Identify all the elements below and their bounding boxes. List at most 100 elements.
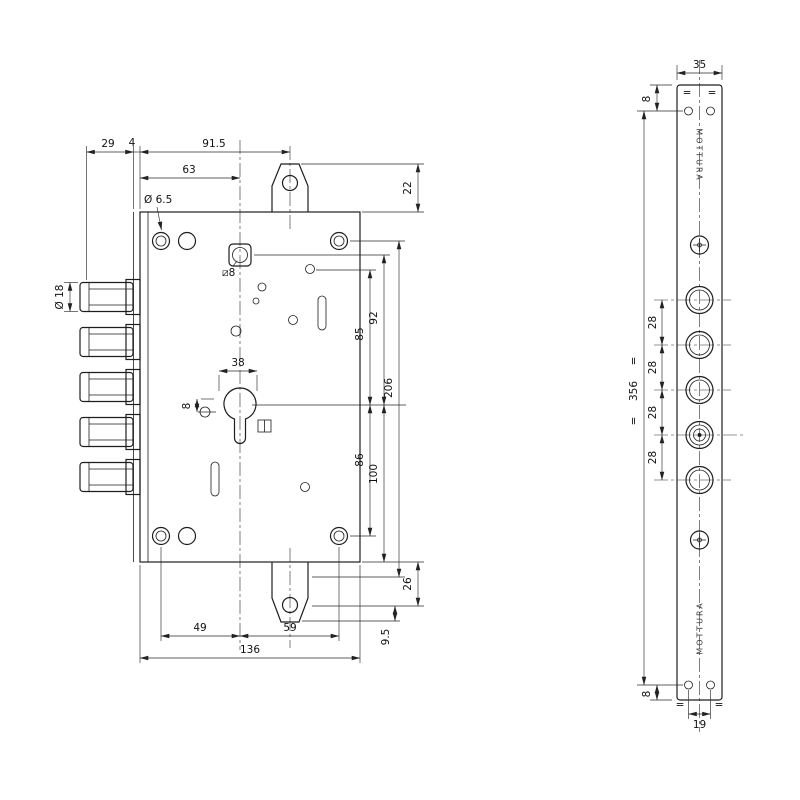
fixing-screw (329, 231, 349, 251)
dim-19: 19 = = (676, 699, 724, 731)
dim-92: 92 (368, 254, 387, 406)
case-slot (210, 461, 220, 497)
dim-label-4: 4 (129, 137, 136, 149)
lock-case (133, 211, 361, 563)
deadbolt-pin (79, 413, 141, 451)
dim-label-356: 356 (628, 381, 640, 401)
dim-dia-18: Ø 18 (54, 282, 73, 312)
dim-label-28: 28 (647, 316, 659, 329)
cylinder-hole (685, 420, 714, 450)
euro-cylinder-hole (223, 387, 257, 445)
deadbolt-pin (79, 458, 141, 496)
equal-mark: = (683, 87, 692, 99)
dim-9-5: 9.5 (380, 605, 398, 645)
dim-label-63: 63 (182, 164, 195, 176)
case-hole (257, 282, 267, 292)
dim-91-5: 91.5 (139, 138, 291, 155)
dim-label-206: 206 (383, 378, 395, 398)
dim-label-35: 35 (693, 59, 706, 71)
case-hole (288, 315, 298, 325)
dim-square-8: ⧄8 (222, 260, 238, 279)
top-mounting-tab (271, 163, 309, 212)
equal-mark: = (715, 699, 724, 711)
bolt-hole (685, 375, 714, 405)
dim-26: 26 (402, 561, 421, 607)
case-hole (199, 406, 211, 418)
case-hole (252, 297, 260, 305)
deadbolt-pin (79, 278, 141, 316)
dim-8-cylinder: 8 (181, 398, 200, 413)
case-hole (177, 526, 197, 546)
dimensions-side: 35 = = 8 = 356 = 28 (628, 59, 723, 731)
dim-86: 86 (354, 404, 373, 537)
dim-label-136: 136 (240, 644, 260, 656)
equal-mark: = (708, 87, 717, 99)
dim-label-square-8: ⧄8 (222, 267, 235, 279)
case-hole (305, 264, 315, 274)
dim-59: 59 (239, 622, 340, 639)
fixing-screw (151, 526, 171, 546)
spindle-square-hole (228, 243, 252, 267)
faceplate-screw-hole (706, 680, 715, 690)
dim-dia-6-5: Ø 6.5 (144, 194, 172, 231)
case-slot (317, 295, 327, 331)
dim-35: 35 = = (676, 59, 723, 99)
bolt-hole (685, 330, 714, 360)
dim-label-100: 100 (368, 464, 380, 484)
equal-mark: = (628, 357, 640, 366)
dim-49: 49 (160, 622, 241, 639)
dim-label-49: 49 (193, 622, 206, 634)
faceplate-screw-hole (706, 106, 715, 116)
fixing-screw (151, 231, 171, 251)
latch-block (257, 419, 272, 433)
dim-label-85: 85 (354, 327, 366, 340)
dim-8-bottom: 8 (641, 684, 660, 701)
faceplate-side-view: MOTTURA MOTTURA (628, 59, 744, 732)
dim-8-top: 8 (641, 84, 660, 112)
dim-label-28: 28 (647, 406, 659, 419)
dim-label-28: 28 (647, 451, 659, 464)
lock-front-view: 29 4 91.5 63 Ø 6.5 ⧄8 (54, 137, 424, 663)
dim-label-59: 59 (283, 622, 296, 634)
phillips-screw (689, 235, 710, 255)
dim-63: 63 (139, 164, 241, 181)
equal-mark: = (628, 417, 640, 426)
bolt-hole (685, 285, 714, 315)
dim-label-8-top: 8 (641, 96, 653, 103)
dim-356: = 356 = (628, 110, 647, 686)
centerlines-front (198, 140, 406, 650)
dim-28-chain: 28 28 28 28 (647, 299, 665, 481)
dim-label-dia-18: Ø 18 (54, 285, 66, 310)
faceplate-screw-hole (684, 106, 693, 116)
dim-85: 85 (354, 269, 373, 406)
phillips-screw (689, 530, 710, 550)
case-holes (151, 231, 349, 546)
dim-label-8-bottom: 8 (641, 691, 653, 698)
dim-29: 29 (86, 138, 134, 155)
dim-label-92: 92 (368, 311, 380, 324)
dimensions-front: 29 4 91.5 63 Ø 6.5 ⧄8 (54, 137, 424, 663)
dim-label-91-5: 91.5 (202, 138, 225, 150)
dim-label-38: 38 (231, 357, 244, 369)
dim-label-22: 22 (402, 181, 414, 194)
brand-engraving-bottom: MOTTURA (696, 601, 705, 654)
dim-100: 100 (368, 404, 387, 563)
dim-label-8: 8 (181, 403, 193, 410)
bottom-mounting-tab (271, 562, 309, 623)
case-hole (230, 325, 242, 337)
bolt-hole (685, 465, 714, 495)
dim-label-28: 28 (647, 361, 659, 374)
dim-label-19: 19 (693, 719, 706, 731)
faceplate-row-centerlines (654, 299, 744, 481)
deadbolt-pins (79, 278, 141, 496)
bottom-tab-hole (281, 596, 299, 614)
top-tab-hole (281, 174, 299, 192)
dim-136: 136 (139, 644, 361, 661)
dim-4: 4 (129, 137, 140, 153)
brand-engraving-top: MOTTURA (695, 128, 704, 181)
deadbolt-pin (79, 368, 141, 406)
dim-label-29: 29 (101, 138, 114, 150)
deadbolt-pin (79, 323, 141, 361)
extension-lines (64, 146, 424, 663)
